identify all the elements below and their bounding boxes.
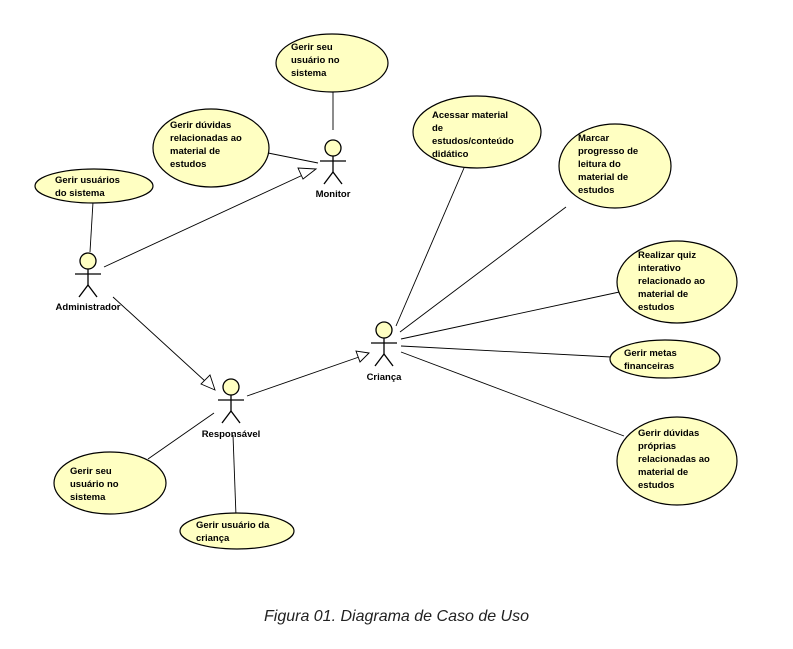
gen-admin-resp-line (112, 296, 207, 383)
use-case-ellipse (34, 168, 154, 204)
generalizations (103, 167, 370, 397)
use-case-line: Gerir dúvidas (170, 120, 231, 131)
assoc-resp-gerir-usuario-crianca (232, 434, 237, 517)
actor-responsavel: Responsável (202, 378, 261, 440)
gen-admin-monitor-arrowhead (297, 167, 318, 180)
use-case-line: usuário no (70, 479, 119, 490)
use-case-line: relacionadas ao (638, 454, 710, 465)
use-case-line: progresso de (578, 146, 638, 157)
use-case-ellipse (412, 95, 542, 169)
use-case-line: Gerir usuário da (196, 520, 270, 531)
actor-administrador: Administrador (56, 252, 121, 313)
use-case-ellipse (53, 451, 167, 515)
use-case-monitor-gerir-duvidas: Gerir dúvidas relacionadas ao material d… (152, 108, 270, 188)
assoc-crianca-realizar-quiz (400, 290, 625, 340)
use-case-crianca-acessar-material: Acessar material de estudos/conteúdo did… (412, 95, 542, 169)
actor-crianca: Criança (367, 321, 403, 383)
gen-resp-crianca-line (246, 356, 360, 397)
assoc-crianca-acessar-material (395, 167, 465, 327)
associations (89, 92, 625, 517)
assoc-crianca-gerir-metas (400, 345, 612, 358)
use-case-line: material de (638, 289, 688, 300)
assoc-monitor-gerir-duvidas (267, 152, 319, 164)
use-case-line: leitura do (578, 159, 621, 170)
use-case-line: Gerir seu (291, 42, 333, 53)
use-case-line: próprias (638, 441, 676, 452)
stick-figure-icon (320, 139, 346, 185)
use-case-line: Gerir dúvidas (638, 428, 699, 439)
svg-text:Gerir usuários do sistem: Gerir usuários do sistema (55, 175, 123, 199)
figure-caption: Figura 01. Diagrama de Caso de Uso (263, 608, 530, 625)
use-case-line: Realizar quiz (638, 250, 696, 261)
use-case-crianca-realizar-quiz: Realizar quiz interativo relacionado ao … (616, 240, 738, 324)
use-case-line: usuário no (291, 55, 340, 66)
assoc-crianca-marcar-progresso (399, 206, 567, 333)
svg-text:Gerir dúvidas próprias: Gerir dúvidas próprias relacionadas ao m… (638, 428, 712, 491)
use-case-ellipse (275, 33, 389, 93)
use-case-monitor-gerir-usuario: Gerir seu usuário no sistema (275, 33, 389, 93)
use-case-line: material de (578, 172, 628, 183)
use-case-crianca-marcar-progresso: Marcar progresso de leitura do material … (558, 123, 672, 209)
use-case-line: Acessar material (432, 110, 508, 121)
use-case-line: didático (432, 149, 469, 160)
use-case-line: relacionado ao (638, 276, 705, 287)
assoc-resp-gerir-usuario (147, 412, 215, 460)
use-case-line: do sistema (55, 188, 105, 199)
use-case-line: material de (170, 146, 220, 157)
use-case-ellipse (558, 123, 672, 209)
use-case-crianca-gerir-metas: Gerir metas financeiras (609, 339, 721, 379)
gen-admin-resp-arrowhead (200, 374, 216, 391)
use-case-line: financeiras (624, 361, 674, 372)
svg-text:Gerir metas financeiras: Gerir metas financeiras (624, 348, 679, 372)
actor-label: Criança (367, 372, 403, 383)
use-case-line: sistema (291, 68, 327, 79)
use-case-ellipse (609, 339, 721, 379)
stick-figure-icon (371, 321, 397, 367)
use-case-line: criança (196, 533, 230, 544)
svg-text:Realizar quiz interativo: Realizar quiz interativo relacionado ao … (638, 250, 708, 313)
use-case-line: de (432, 123, 443, 134)
svg-text:Acessar material de: Acessar material de estudos/conteúdo did… (432, 110, 516, 160)
svg-text:Marcar progresso de: Marcar progresso de leitura do material … (578, 133, 641, 196)
use-case-ellipse (179, 512, 295, 550)
svg-text:Gerir seu usuário no: Gerir seu usuário no sistema (291, 42, 342, 79)
assoc-admin-gerir-usuarios (89, 201, 94, 253)
use-case-line: interativo (638, 263, 681, 274)
svg-text:Gerir usuário da criança: Gerir usuário da criança (196, 520, 272, 544)
use-case-line: estudos (638, 302, 674, 313)
use-case-line: Gerir metas (624, 348, 677, 359)
use-case-resp-gerir-usuario: Gerir seu usuário no sistema (53, 451, 167, 515)
assoc-crianca-gerir-duvidas (400, 351, 625, 437)
use-case-ellipse (616, 240, 738, 324)
actor-label: Responsável (202, 429, 261, 440)
use-case-line: estudos/conteúdo (432, 136, 514, 147)
stick-figure-icon (75, 252, 101, 298)
gen-resp-crianca-arrowhead (355, 350, 370, 363)
use-case-line: Marcar (578, 133, 609, 144)
use-case-admin-gerir-usuarios: Gerir usuários do sistema (34, 168, 154, 204)
actor-monitor: Monitor (316, 139, 351, 200)
gen-admin-monitor-line (103, 173, 306, 268)
use-case-line: estudos (638, 480, 674, 491)
use-case-line: Gerir seu (70, 466, 112, 477)
use-case-line: material de (638, 467, 688, 478)
use-case-resp-gerir-usuario-crianca: Gerir usuário da criança (179, 512, 295, 550)
use-case-line: sistema (70, 492, 106, 503)
use-case-line: estudos (578, 185, 614, 196)
use-case-line: estudos (170, 159, 206, 170)
use-case-line: relacionadas ao (170, 133, 242, 144)
use-case-ellipse (616, 416, 738, 506)
actor-label: Monitor (316, 189, 351, 200)
stick-figure-icon (218, 378, 244, 424)
use-case-ellipse (152, 108, 270, 188)
svg-text:Gerir seu usuário no: Gerir seu usuário no sistema (70, 466, 121, 503)
svg-text:Gerir dúvidas relacionad: Gerir dúvidas relacionadas ao material d… (170, 120, 244, 170)
use-case-line: Gerir usuários (55, 175, 120, 186)
use-case-crianca-gerir-duvidas: Gerir dúvidas próprias relacionadas ao m… (616, 416, 738, 506)
actor-label: Administrador (56, 302, 121, 313)
